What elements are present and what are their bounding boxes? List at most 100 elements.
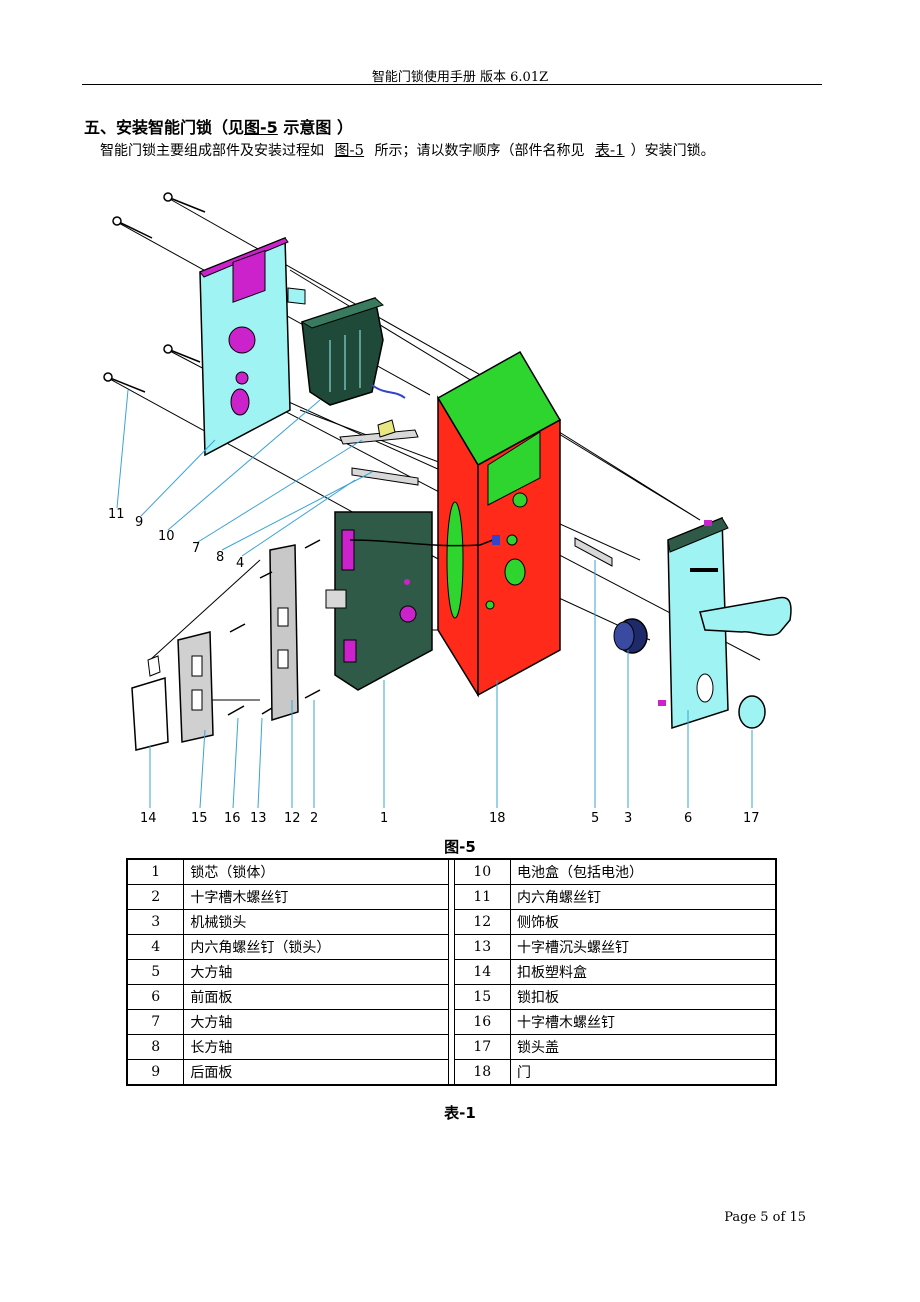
- callout-15: 15: [191, 811, 208, 826]
- page-header: 智能门锁使用手册 版本 6.01Z: [371, 70, 549, 85]
- part-number: 10: [453, 858, 512, 885]
- strike-plate: [177, 631, 214, 743]
- side-trim-plate: [269, 544, 299, 722]
- door: [436, 350, 562, 698]
- part-name: 前面板: [183, 984, 450, 1010]
- figure-ref-link[interactable]: 图-5: [334, 141, 365, 159]
- callout-9: 9: [135, 515, 143, 530]
- part-name: 锁头盖: [510, 1034, 777, 1060]
- header-rule: [82, 84, 822, 85]
- part-name: 锁芯（锁体）: [183, 858, 450, 885]
- callout-2: 2: [310, 811, 318, 826]
- back-panel: [199, 236, 306, 457]
- part-name: 内六角螺丝钉（锁头）: [183, 934, 450, 960]
- part-name: 后面板: [183, 1059, 450, 1086]
- strike-box: [131, 655, 169, 751]
- part-name: 十字槽木螺丝钉: [183, 884, 450, 910]
- part-name: 大方轴: [183, 1009, 450, 1035]
- callout-13: 13: [250, 811, 267, 826]
- callout-5: 5: [591, 811, 599, 826]
- square-shafts: [339, 419, 419, 486]
- part-name: 扣板塑料盒: [510, 959, 777, 985]
- column-gap: [448, 934, 455, 960]
- screws-11: [103, 192, 206, 393]
- part-name: 机械锁头: [183, 909, 450, 935]
- part-number: 1: [126, 858, 185, 885]
- part-number: 3: [126, 909, 185, 935]
- part-number: 2: [126, 884, 185, 910]
- column-gap: [448, 859, 455, 885]
- part-number: 18: [453, 1059, 512, 1086]
- cylinder-cover: [738, 695, 766, 729]
- part-name: 锁扣板: [510, 984, 777, 1010]
- page-footer: Page 5 of 15: [724, 1210, 806, 1225]
- callout-17: 17: [743, 811, 760, 826]
- column-gap: [448, 1059, 455, 1085]
- part-number: 14: [453, 959, 512, 985]
- callout-7: 7: [192, 541, 200, 556]
- section-title: 五、安装智能门锁（见图-5 示意图 ）: [84, 114, 353, 138]
- part-name: 门: [510, 1059, 777, 1086]
- callout-18: 18: [489, 811, 506, 826]
- part-name: 十字槽木螺丝钉: [510, 1009, 777, 1035]
- mechanical-cylinder: [613, 618, 648, 654]
- table-caption: 表-1: [444, 1104, 476, 1122]
- callout-11: 11: [108, 507, 125, 522]
- part-name: 长方轴: [183, 1034, 450, 1060]
- part-number: 6: [126, 984, 185, 1010]
- column-gap: [448, 909, 455, 935]
- part-number: 15: [453, 984, 512, 1010]
- part-number: 12: [453, 909, 512, 935]
- callout-12: 12: [284, 811, 301, 826]
- part-number: 16: [453, 1009, 512, 1035]
- part-number: 9: [126, 1059, 185, 1086]
- front-panel: [658, 516, 792, 730]
- callout-8: 8: [216, 550, 224, 565]
- column-gap: [448, 1034, 455, 1060]
- part-number: 13: [453, 934, 512, 960]
- square-shaft-5: [574, 537, 613, 567]
- callout-14: 14: [140, 811, 157, 826]
- callout-labels: 11 9 10 7 8 4 14 15 16 13 12 2 1 18 5 3 …: [108, 507, 760, 826]
- callout-4: 4: [236, 556, 244, 571]
- intro-paragraph: 智能门锁主要组成部件及安装过程如 图-5 所示；请以数字顺序（部件名称见 表-1…: [100, 139, 715, 160]
- callout-6: 6: [684, 811, 692, 826]
- callout-1: 1: [380, 811, 388, 826]
- intro-text-2: 所示；请以数字顺序（部件名称见: [374, 143, 585, 159]
- screws-2-13-16: [227, 539, 321, 716]
- callout-3: 3: [624, 811, 632, 826]
- part-name: 十字槽沉头螺丝钉: [510, 934, 777, 960]
- column-gap: [448, 884, 455, 910]
- part-number: 5: [126, 959, 185, 985]
- callout-leaders: [116, 389, 753, 809]
- part-number: 8: [126, 1034, 185, 1060]
- section-prefix: 五、安装智能门锁（见: [84, 118, 245, 137]
- part-number: 11: [453, 884, 512, 910]
- column-gap: [448, 984, 455, 1010]
- figure-caption: 图-5: [444, 838, 476, 856]
- column-gap: [448, 1009, 455, 1035]
- lock-body: [325, 511, 500, 691]
- callout-16: 16: [224, 811, 241, 826]
- column-gap: [448, 959, 455, 985]
- intro-text-1: 智能门锁主要组成部件及安装过程如: [100, 143, 324, 159]
- section-ref-link[interactable]: 图-5: [244, 118, 278, 137]
- table-ref-link[interactable]: 表-1: [594, 141, 625, 159]
- callout-10: 10: [158, 529, 175, 544]
- part-name: 大方轴: [183, 959, 450, 985]
- part-number: 4: [126, 934, 185, 960]
- section-suffix: 示意图 ）: [277, 118, 353, 137]
- part-name: 侧饰板: [510, 909, 777, 935]
- battery-box: [300, 297, 406, 406]
- part-number: 17: [453, 1034, 512, 1060]
- part-number: 7: [126, 1009, 185, 1035]
- intro-text-3: ）安装门锁。: [630, 143, 715, 159]
